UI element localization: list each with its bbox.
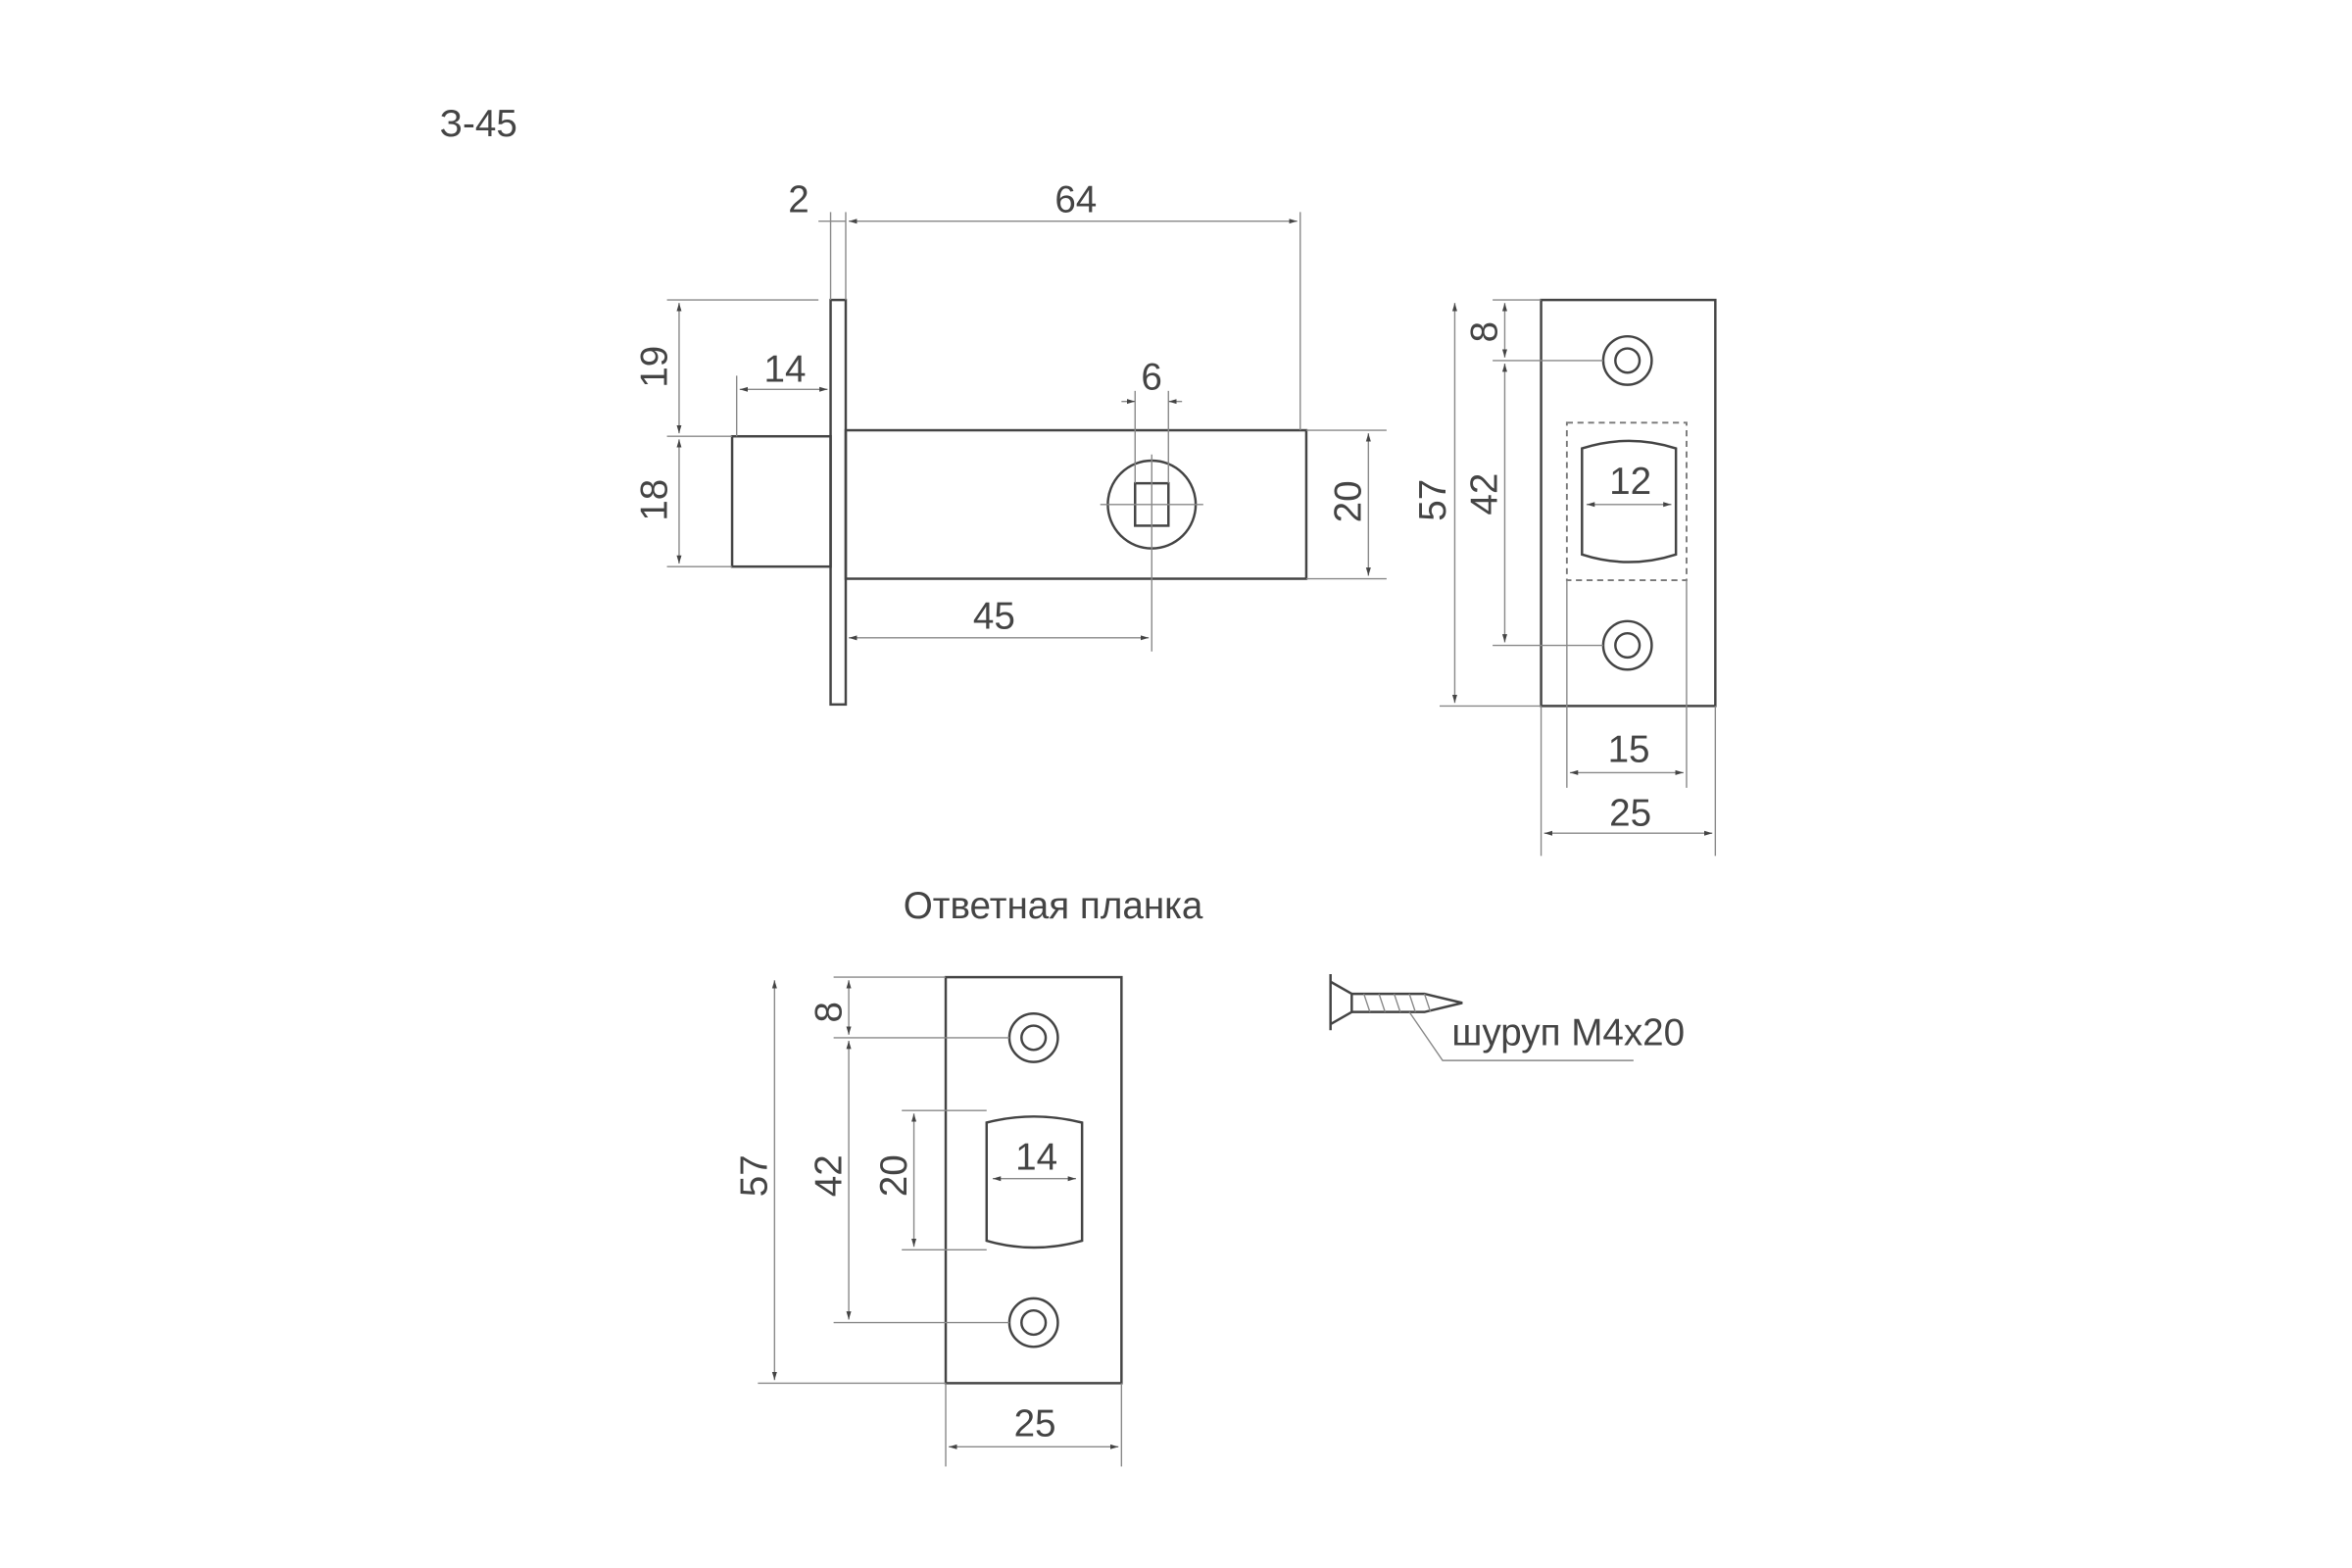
dim-fp-height: 57: [1412, 479, 1454, 521]
dim-length: 64: [1054, 178, 1097, 220]
dim-fp-inner-width: 15: [1608, 729, 1650, 771]
dim-strike-slot-height: 20: [873, 1154, 915, 1197]
dim-fp-top: 8: [1464, 321, 1506, 342]
screw-label: шуруп М4х20: [1451, 1012, 1685, 1054]
dim-fp-holes: 42: [1464, 473, 1506, 515]
dim-fp-width: 25: [1609, 793, 1651, 835]
latch-faceplate: 12 8 42 57 15 25: [1412, 298, 1717, 857]
screw-hole: [1007, 1297, 1059, 1348]
screw-hole: [1601, 619, 1653, 671]
latch-side-view: 2 64 19 18 14 6 20 45: [634, 178, 1387, 707]
dim-strike-top: 8: [808, 1002, 850, 1022]
dim-bolt-height: 18: [634, 479, 676, 521]
dim-bolt-length: 14: [764, 349, 807, 391]
screw-drawing: шуруп М4х20: [1329, 974, 1685, 1061]
strike-plate-title: Ответная планка: [904, 885, 1203, 927]
latch-flange: [829, 298, 848, 707]
dim-square: 6: [1141, 356, 1161, 398]
dim-strike-height: 57: [734, 1154, 776, 1197]
strike-plate: 14 8 42 57 20 25: [734, 975, 1123, 1467]
latch-slot: [1581, 439, 1678, 564]
dim-strike-width: 25: [1014, 1403, 1056, 1446]
model-title: З-45: [440, 103, 517, 145]
latch-bolt: [730, 434, 832, 568]
latch-body: [844, 428, 1308, 580]
dim-top: 19: [634, 346, 676, 388]
screw-hole: [1601, 334, 1653, 386]
dim-body-height: 20: [1328, 480, 1370, 522]
dim-slot: 12: [1609, 461, 1651, 503]
dim-strike-holes: 42: [808, 1154, 850, 1197]
screw-hole: [1007, 1011, 1059, 1063]
dim-flange: 2: [788, 178, 808, 220]
strike-slot: [985, 1115, 1084, 1250]
dim-strike-slot-width: 14: [1015, 1136, 1057, 1178]
dim-backset: 45: [973, 596, 1015, 638]
